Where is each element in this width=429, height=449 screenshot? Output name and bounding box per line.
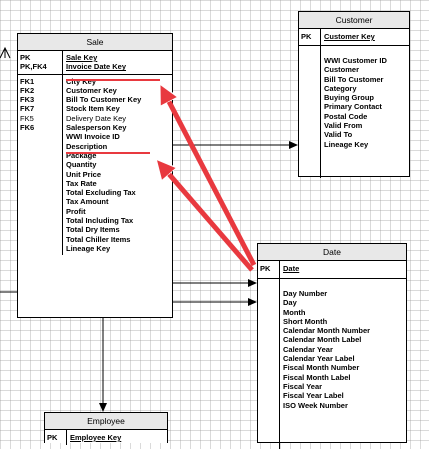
sale-field: City Key: [66, 76, 97, 86]
sale-fk-key: FK1: [20, 76, 35, 86]
customer-field: Valid To: [324, 130, 353, 140]
customer-pk-field: Customer Key: [324, 32, 375, 41]
sale-field: Total Excluding Tax: [66, 188, 136, 198]
customer-field: Customer: [324, 65, 360, 75]
sale-pk-section: PK PK,FK4 Sale Key Invoice Date Key: [18, 51, 172, 75]
sale-field: Delivery Date Key: [66, 113, 127, 123]
sale-employee-connector: [99, 318, 107, 412]
sale-field: Salesperson Key: [66, 123, 127, 133]
customer-pk-key: PK: [301, 32, 312, 41]
date-field: Short Month: [283, 316, 328, 326]
sale-field: Bill To Customer Key: [66, 95, 142, 105]
date-field: Calendar Month Label: [283, 335, 362, 345]
sale-field: Profit: [66, 206, 86, 216]
date-pk-key: PK: [260, 264, 271, 273]
sale-pk-field: Sale Key: [66, 53, 98, 62]
customer-field: WWI Customer ID: [324, 56, 387, 65]
customer-field: Buying Group: [324, 93, 374, 103]
date-field: Fiscal Month Number: [283, 363, 360, 373]
customer-field: Lineage Key: [324, 139, 369, 149]
sale-fk-key: FK6: [20, 123, 35, 133]
sale-fields-section: FK1 FK2 FK3 FK7 FK5 FK6 City Key Custome…: [18, 74, 172, 256]
sale-field: Tax Rate: [66, 178, 97, 188]
sale-field: Description: [66, 141, 108, 151]
date-field: Calendar Year: [283, 344, 333, 354]
sale-pk-key: PK: [20, 53, 31, 62]
date-pk-section: PK Date: [258, 261, 406, 279]
customer-fields-section: WWI Customer ID Customer Bill To Custome…: [299, 46, 409, 178]
customer-field: Postal Code: [324, 111, 368, 121]
top-left-connector: [0, 46, 11, 59]
employee-pk-field: Employee Key: [70, 433, 122, 442]
customer-field: Category: [324, 83, 357, 93]
sale-pk-field: Invoice Date Key: [66, 62, 127, 72]
sale-field: Quantity: [66, 160, 97, 170]
sale-fk-key: FK2: [20, 85, 35, 95]
sale-title: Sale: [18, 34, 172, 51]
customer-pk-section: PK Customer Key: [299, 29, 409, 46]
sale-field: Package: [66, 150, 97, 160]
customer-field: Primary Contact: [324, 102, 382, 112]
date-pk-field: Date: [283, 264, 300, 273]
date-field: Fiscal Year Label: [283, 391, 344, 401]
employee-pk-key: PK: [47, 433, 58, 442]
date-field: Fiscal Year: [283, 381, 323, 391]
sale-field: Total Chiller Items: [66, 234, 131, 244]
date-fields-section: Day Number Day Month Short Month Calenda…: [258, 279, 406, 449]
customer-entity[interactable]: Customer PK Customer Key WWI Customer ID…: [298, 11, 410, 178]
employee-pk-section: PK Employee Key: [45, 430, 167, 445]
sale-field: Total Dry Items: [66, 225, 120, 235]
sale-field: Lineage Key: [66, 243, 111, 253]
date-field: Calendar Year Label: [283, 354, 355, 364]
sale-field: WWI Invoice ID: [66, 132, 120, 142]
sale-date-connector-1: [172, 279, 257, 287]
date-field: Day: [283, 298, 297, 308]
highlight-arrow: [162, 166, 254, 272]
sale-field: Unit Price: [66, 169, 102, 179]
date-entity[interactable]: Date PK Date Day Number Day Month Short …: [257, 243, 407, 449]
highlight-arrow: [164, 92, 257, 267]
sale-fk-key: FK7: [20, 104, 35, 114]
sale-field: Total Including Tax: [66, 216, 134, 226]
sale-fk-key: FK5: [20, 113, 34, 123]
customer-field: Valid From: [324, 121, 363, 131]
employee-entity[interactable]: Employee PK Employee Key: [44, 412, 168, 445]
sale-field: Stock Item Key: [66, 104, 120, 114]
date-field: Month: [283, 307, 306, 317]
sale-field: Tax Amount: [66, 197, 109, 207]
sale-fk-key: FK3: [20, 95, 35, 105]
date-field: Calendar Month Number: [283, 326, 371, 336]
sale-pk-key: PK,FK4: [20, 62, 47, 72]
sale-date-connector-2: [172, 298, 257, 306]
date-field: Fiscal Month Label: [283, 372, 351, 382]
date-field: ISO Week Number: [283, 400, 348, 410]
employee-title: Employee: [45, 413, 167, 430]
date-title: Date: [258, 244, 406, 261]
sale-field: Customer Key: [66, 85, 117, 95]
date-field: Day Number: [283, 289, 328, 298]
customer-title: Customer: [299, 12, 409, 29]
customer-field: Bill To Customer: [324, 74, 384, 84]
